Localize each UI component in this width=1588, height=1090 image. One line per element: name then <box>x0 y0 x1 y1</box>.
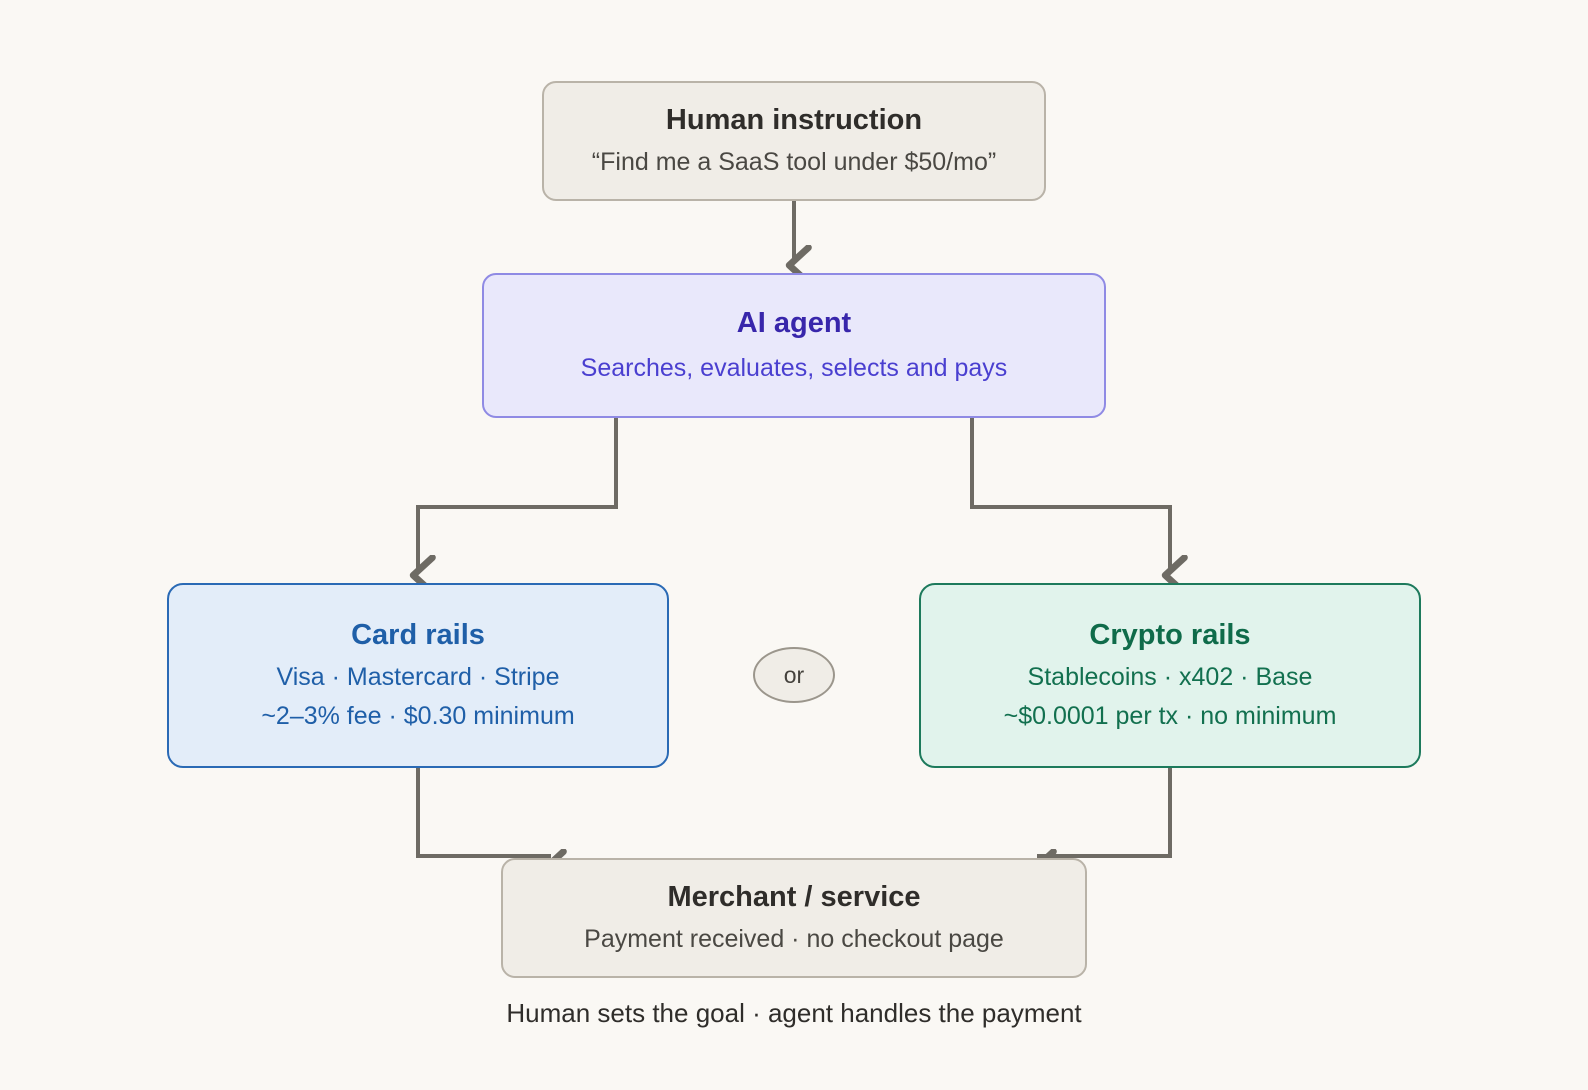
node-crypto-rails-title: Crypto rails <box>1089 618 1251 651</box>
branch-or-label: or <box>783 661 805 688</box>
connector-agent-to-card <box>418 418 618 572</box>
diagram-caption: Human sets the goal · agent handles the … <box>506 998 1082 1028</box>
node-human-instruction-subtitle: “Find me a SaaS tool under $50/mo” <box>591 148 997 177</box>
connector-agent-to-crypto <box>970 418 1170 572</box>
node-crypto-rails: Crypto rails Stablecoins · x402 · Base ~… <box>919 583 1421 768</box>
node-card-rails-fees: ~2–3% fee · $0.30 minimum <box>261 702 575 731</box>
node-ai-agent-subtitle: Searches, evaluates, selects and pays <box>580 353 1008 382</box>
connector-card-to-merchant <box>416 768 549 866</box>
connector-crypto-to-merchant <box>1039 768 1172 866</box>
node-crypto-rails-fees: ~$0.0001 per tx · no minimum <box>1003 702 1337 731</box>
node-merchant-service: Merchant / service Payment received · no… <box>501 858 1087 978</box>
branch-or-badge: or <box>753 647 835 703</box>
node-card-rails-providers: Visa · Mastercard · Stripe <box>276 662 560 691</box>
node-card-rails-title: Card rails <box>351 618 485 651</box>
node-ai-agent-title: AI agent <box>736 307 852 340</box>
node-human-instruction-title: Human instruction <box>665 103 923 136</box>
node-crypto-rails-providers: Stablecoins · x402 · Base <box>1027 662 1313 691</box>
node-merchant-service-subtitle: Payment received · no checkout page <box>584 925 1004 954</box>
node-card-rails: Card rails Visa · Mastercard · Stripe ~2… <box>167 583 669 768</box>
node-ai-agent: AI agent Searches, evaluates, selects an… <box>482 273 1106 418</box>
node-merchant-service-title: Merchant / service <box>667 880 921 913</box>
node-human-instruction: Human instruction “Find me a SaaS tool u… <box>542 81 1046 201</box>
